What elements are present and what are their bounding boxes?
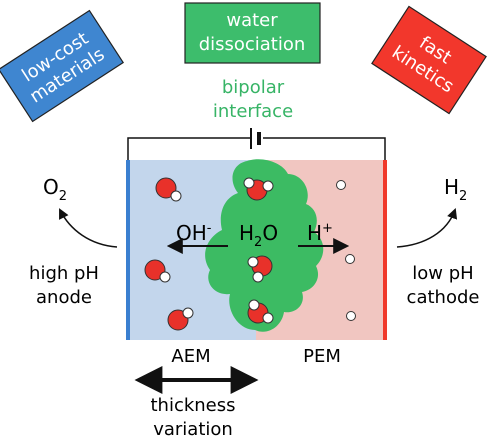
bipolar-label-line2: interface bbox=[213, 101, 293, 122]
badge-water-dissociation: water dissociation bbox=[184, 2, 321, 64]
anode-bar bbox=[126, 160, 130, 340]
battery-icon bbox=[250, 128, 261, 149]
badge-fast-kinetics: fast kinetics bbox=[371, 5, 487, 115]
aem-label: AEM bbox=[171, 346, 210, 367]
circuit-wire bbox=[127, 137, 386, 160]
thickness-label-line1: thickness bbox=[150, 395, 235, 416]
anode-label-line1: high pH bbox=[29, 263, 99, 284]
hydroxide-label: OH- bbox=[176, 221, 212, 245]
proton-label: H+ bbox=[307, 221, 333, 245]
pem-label: PEM bbox=[303, 346, 341, 367]
oxygen-arrow bbox=[59, 208, 118, 248]
badge-water-line2: dissociation bbox=[199, 34, 306, 55]
cathode-label-line1: low pH bbox=[412, 263, 473, 284]
water-molecules bbox=[144, 177, 356, 331]
oxygen-product-label: O2 bbox=[43, 175, 67, 204]
cathode-bar bbox=[383, 160, 387, 340]
bipolar-label-line1: bipolar bbox=[222, 77, 285, 98]
hydrogen-product-label: H2 bbox=[444, 175, 467, 204]
thickness-label-line2: variation bbox=[153, 419, 233, 440]
water-label: H2O bbox=[239, 221, 278, 250]
hydrogen-arrow bbox=[396, 208, 458, 248]
badge-low-cost-materials: low-cost materials bbox=[0, 9, 125, 123]
anode-label-line2: anode bbox=[36, 287, 92, 308]
bipolar-interface-blob bbox=[205, 159, 324, 332]
cathode-label-line2: cathode bbox=[407, 287, 480, 308]
badge-water-line1: water bbox=[226, 10, 278, 31]
